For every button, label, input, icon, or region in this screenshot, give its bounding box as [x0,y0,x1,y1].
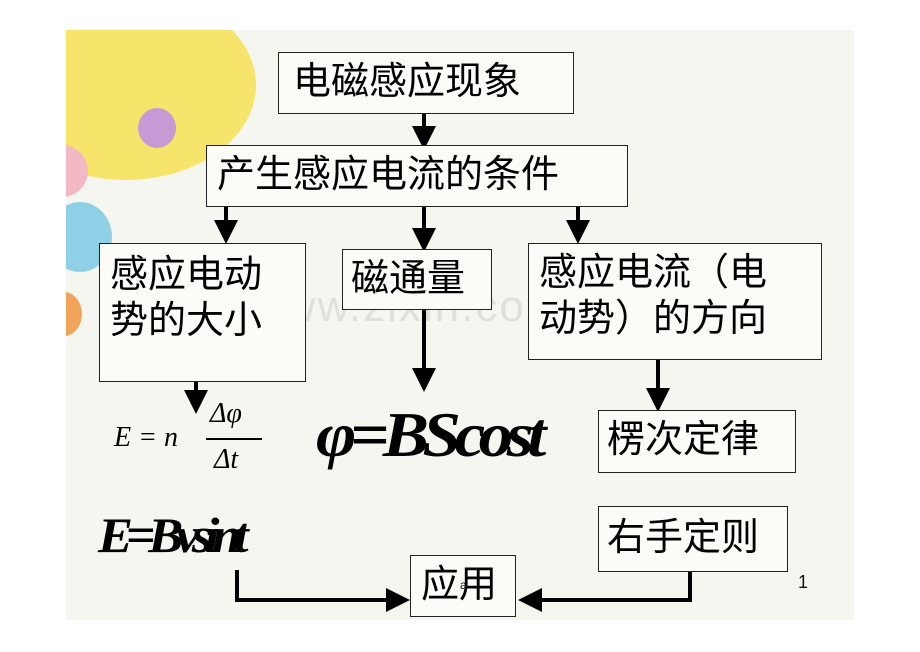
motional-emf-formula: E=Bvsint [98,507,249,563]
decorative-orange-circle [66,292,82,336]
application-box: 应用 [410,555,516,617]
flux-formula: φ=BScost [316,399,546,470]
footer-mark: a [460,578,467,592]
faraday-fraction-bar [206,438,262,440]
conditions-box: 产生感应电流的条件 [206,145,628,207]
faraday-formula: E = n Δφ Δt [114,398,264,488]
flux-box: 磁通量 [342,249,492,310]
faraday-numerator: Δφ [210,398,242,429]
arrow-left-to-application [235,570,410,612]
direction-line1: 感应电流（电 [539,250,768,294]
lenz-box: 楞次定律 [598,410,796,473]
emf-size-line1: 感应电动 [110,252,263,296]
faraday-denominator: Δt [214,444,239,475]
decorative-pink-circle [66,145,88,197]
right-hand-box: 右手定则 [598,506,788,572]
direction-line2: 动势）的方向 [539,295,768,340]
arrow-right-to-application [518,572,692,612]
direction-box: 感应电流（电 动势）的方向 [528,243,822,360]
decorative-purple-circle [138,108,176,148]
faraday-lhs: E = n [114,422,178,453]
title-box: 电磁感应现象 [278,52,574,114]
emf-size-box: 感应电动 势的大小 [99,243,306,382]
emf-size-line2: 势的大小 [110,297,263,342]
page-number: 1 [798,572,809,592]
